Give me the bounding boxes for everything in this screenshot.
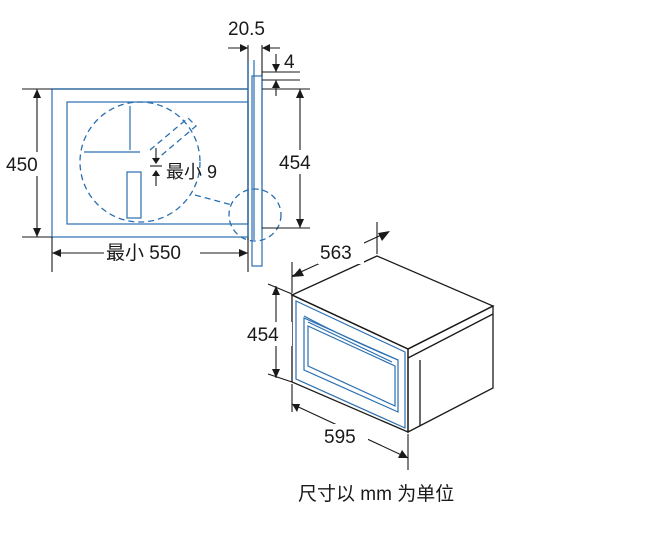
appliance-front-face — [291, 293, 409, 433]
appliance-top-face — [290, 255, 495, 350]
cabinet-inner — [66, 101, 249, 225]
detail-circle — [79, 101, 201, 223]
niche-side-view — [51, 60, 282, 267]
units-caption: 尺寸以 mm 为单位 — [298, 483, 454, 505]
min9-arrowhead-bottom — [152, 170, 160, 176]
appliance-3d — [290, 255, 495, 434]
detail-bracket — [126, 171, 142, 219]
detail-angled-part — [149, 117, 197, 161]
min-clearance-label: 最小 9 — [166, 162, 217, 182]
dim-gap-top — [228, 44, 280, 76]
door-window — [307, 325, 396, 407]
appliance-depth-label: 563 — [320, 243, 352, 264]
detail-circle-small — [228, 188, 282, 242]
gap-small-label: 4 — [284, 52, 295, 73]
appliance-side-face — [407, 304, 494, 434]
niche-height-label: 450 — [6, 155, 38, 176]
door-top-edge — [303, 315, 399, 361]
appliance-height-label: 454 — [247, 325, 279, 346]
control-strip — [407, 313, 494, 359]
detail-panel-lines — [84, 106, 140, 153]
appliance-width-label: 595 — [324, 427, 356, 448]
cabinet-back — [51, 88, 249, 238]
door-handle — [307, 321, 393, 363]
niche-depth-label: 最小 550 — [106, 242, 181, 264]
detail-connector — [194, 194, 233, 206]
appliance-height-side-label: 454 — [279, 153, 311, 174]
dim-gap-small — [262, 54, 300, 96]
front-panel-border — [295, 300, 406, 429]
door-outline — [303, 317, 399, 413]
gap-top-label: 20.5 — [228, 19, 265, 40]
min9-arrowhead-top — [152, 158, 160, 164]
